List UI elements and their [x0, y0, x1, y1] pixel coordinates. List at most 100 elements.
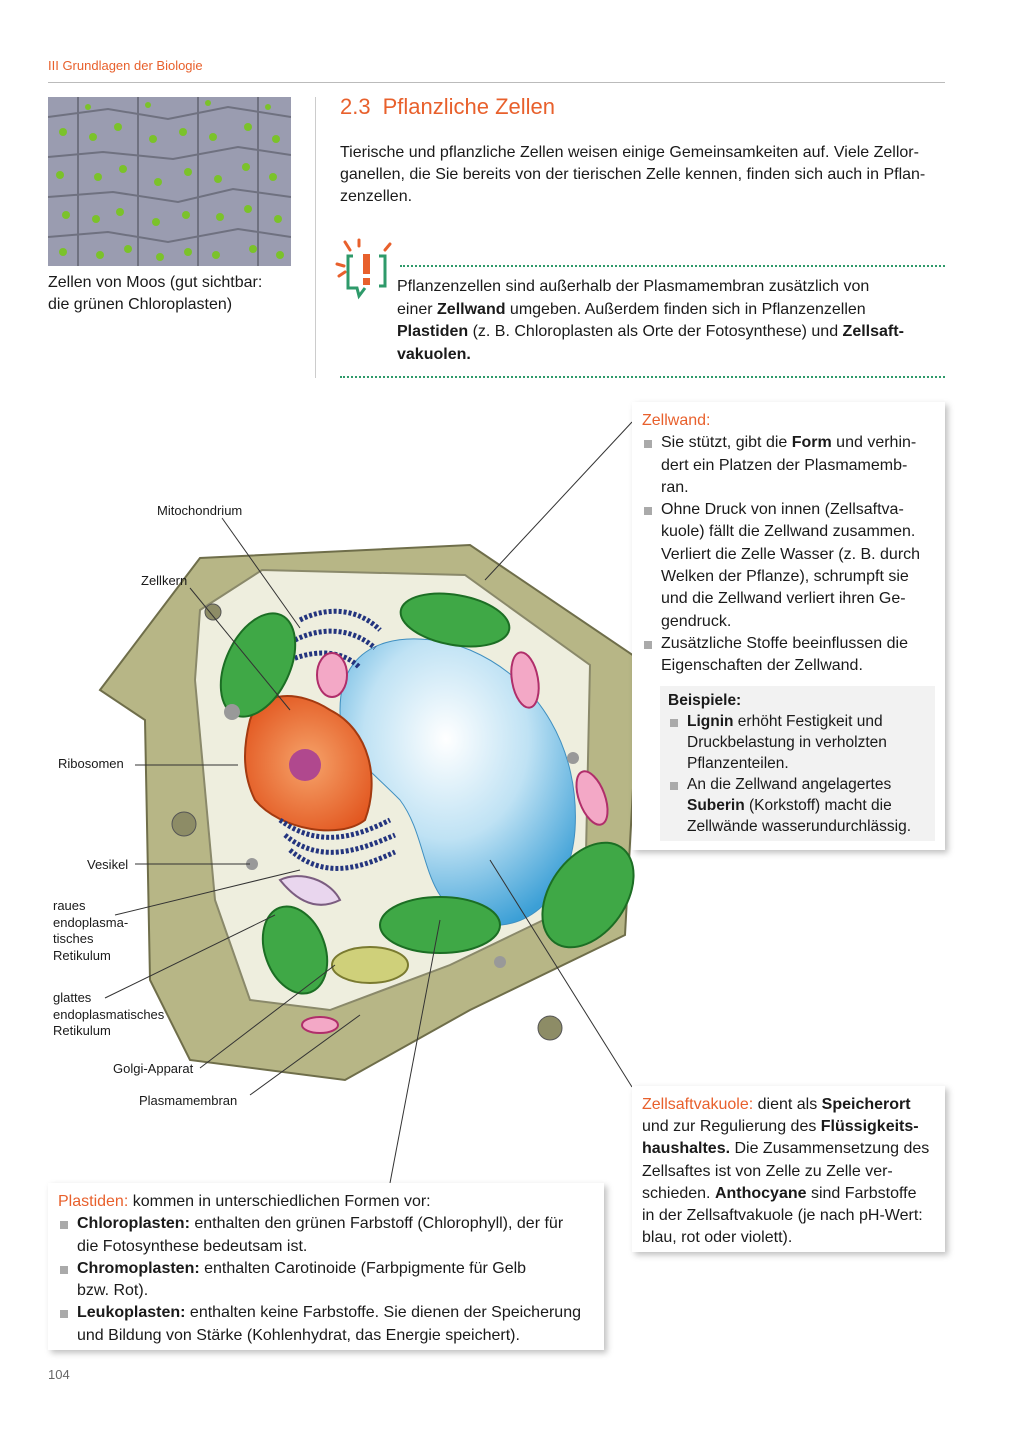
- line: Ohne Druck von innen (Zellsaftva-: [661, 501, 904, 519]
- bold-term: Zellsaft-: [842, 323, 904, 340]
- running-head: III Grundlagen der Biologie: [48, 58, 203, 73]
- intro-paragraph: Tierische und pflanzliche Zellen weisen …: [340, 142, 950, 208]
- line: Welken der Pflanze), schrumpft sie: [661, 568, 909, 586]
- chloroplasts: [219, 592, 635, 995]
- text: Sie stützt, gibt die: [661, 434, 792, 452]
- text: und verhin-: [831, 434, 917, 452]
- line: und die Zellwand verliert ihren Ge-: [661, 590, 906, 608]
- line: Verliert die Zelle Wasser (z. B. durch: [661, 545, 921, 563]
- label-line: glattes: [53, 990, 92, 1005]
- bold-term: Zellwand: [437, 300, 506, 318]
- text: dert ein Platzen der Plasmamemb-: [661, 456, 908, 474]
- exclamation-speech-icon: [335, 238, 392, 300]
- text: Druckbelastung in verholzten: [687, 733, 887, 751]
- list-item: Chromoplasten: enthalten Carotinoide (Fa…: [58, 1258, 594, 1303]
- smooth-er: [278, 875, 342, 906]
- label-vesikel: Vesikel: [87, 857, 129, 872]
- text: An die Zellwand angelagertes: [687, 775, 892, 793]
- text: enthalten den grünen Farbstoff (Chloroph…: [189, 1215, 564, 1233]
- label-line: Retikulum: [53, 1023, 111, 1038]
- text: ran.: [661, 478, 689, 496]
- line: in der Zellsaftvakuole (je nach pH-Wert:: [642, 1207, 923, 1225]
- line: und zur Regulierung des Flüssigkeits-: [642, 1116, 935, 1138]
- text: kommen in unterschiedlichen Formen vor:: [128, 1193, 431, 1210]
- text: Zellwände wasserundurchlässig.: [687, 817, 912, 835]
- caption-line: Zellen von Moos (gut sichtbar:: [48, 274, 263, 291]
- line: Plastiden: kommen in unterschiedlichen F…: [58, 1191, 594, 1213]
- text: die Fotosynthese bedeutsam ist.: [77, 1237, 308, 1255]
- info-box-text: Pflanzenzellen sind außerhalb der Plasma…: [397, 276, 904, 366]
- text: enthalten keine Farbstoffe. Sie dienen d…: [185, 1304, 581, 1322]
- page-number: 104: [48, 1367, 70, 1382]
- text: erhöht Festigkeit und: [733, 712, 883, 730]
- text: einer: [397, 300, 438, 318]
- label-line: endoplasmatisches: [53, 1006, 165, 1022]
- leader-lines: [104, 421, 633, 1184]
- column-divider: [315, 97, 316, 378]
- text: Die Zusammensetzung des: [730, 1140, 930, 1158]
- text: und zur Regulierung des: [642, 1118, 821, 1136]
- label-plasmamembran: Plasmamembran: [139, 1093, 238, 1108]
- text: sind Farbstoffe: [806, 1184, 917, 1202]
- line: schieden. Anthocyane sind Farbstoffe: [642, 1183, 935, 1205]
- intro-line: Tierische und pflanzliche Zellen weisen …: [340, 144, 919, 161]
- info-line: Pflanzenzellen sind außerhalb der Plasma…: [397, 278, 870, 295]
- plasmodesmata: [171, 603, 563, 1041]
- line: Eigenschaften der Zellwand.: [661, 657, 863, 675]
- text: schieden.: [642, 1184, 715, 1202]
- golgi-apparatus: [331, 946, 409, 984]
- label-line: Retikulum: [53, 947, 111, 963]
- section-title: Pflanzliche Zellen: [382, 94, 556, 119]
- line: haushaltes. Die Zusammensetzung des: [642, 1138, 935, 1160]
- list-item: Sie stützt, gibt die Form und verhin-der…: [642, 432, 935, 499]
- header-rule: [48, 82, 945, 83]
- line: blau, rot oder violett).: [642, 1229, 793, 1247]
- bold-term: haushaltes.: [642, 1140, 731, 1158]
- box-title: Plastiden:: [58, 1193, 129, 1210]
- label-zellkern: Zellkern: [141, 573, 188, 588]
- label-golgi: Golgi-Apparat: [113, 1061, 194, 1076]
- text: dient als: [753, 1096, 822, 1113]
- bold-term: Anthocyane: [714, 1184, 807, 1202]
- mitochondria: [301, 651, 609, 1034]
- line: Zellsaftvakuole: dient als Speicherort: [642, 1094, 935, 1116]
- bold-term: vakuolen.: [397, 345, 471, 363]
- bold-term: Suberin: [687, 796, 745, 814]
- info-line: einer Zellwand umgeben. Außerdem finden …: [397, 299, 904, 322]
- text: umgeben. Außerdem finden sich in Pflanze…: [505, 300, 866, 318]
- line: Zusätzliche Stoffe beeinflussen die: [661, 634, 908, 652]
- intro-line: zenzellen.: [340, 188, 413, 205]
- label-line: raues: [53, 898, 86, 913]
- plant-cell-diagram: [98, 421, 642, 1184]
- photo-caption: Zellen von Moos (gut sichtbar: die grüne…: [48, 272, 262, 316]
- box-title: Zellsaftvakuole:: [642, 1096, 754, 1113]
- label-line: endoplasma-: [53, 914, 129, 930]
- line: Zellsaftes ist von Zelle zu Zelle ver-: [642, 1162, 893, 1180]
- moss-cells-image: [48, 97, 291, 266]
- list-item: Ohne Druck von innen (Zellsaftva-kuole) …: [642, 499, 935, 633]
- info-line: Plastiden (z. B. Chloroplasten als Orte …: [397, 321, 904, 344]
- info-line: vakuolen.: [397, 344, 904, 367]
- line: kuole) fällt die Zellwand zusammen.: [661, 523, 916, 541]
- text: und Bildung von Stärke (Kohlenhydrat, da…: [77, 1326, 520, 1344]
- bold-term: Plastiden: [397, 323, 469, 340]
- moss-cells-photo: [48, 97, 291, 266]
- bold-term: Leukoplasten:: [77, 1304, 186, 1322]
- info-box-bottom-border: [340, 376, 945, 378]
- bold-term: Form: [791, 434, 832, 452]
- list-item: Leukoplasten: enthalten keine Farbstoffe…: [58, 1302, 594, 1347]
- bold-term: Chromoplasten:: [77, 1259, 200, 1277]
- text: (Korkstoff) macht die: [744, 796, 892, 814]
- line: gendruck.: [661, 612, 732, 630]
- bold-term: Flüssigkeits-: [820, 1118, 919, 1136]
- section-number: 2.3: [340, 94, 371, 119]
- bold-term: Lignin: [687, 712, 734, 730]
- text: bzw. Rot).: [77, 1282, 149, 1300]
